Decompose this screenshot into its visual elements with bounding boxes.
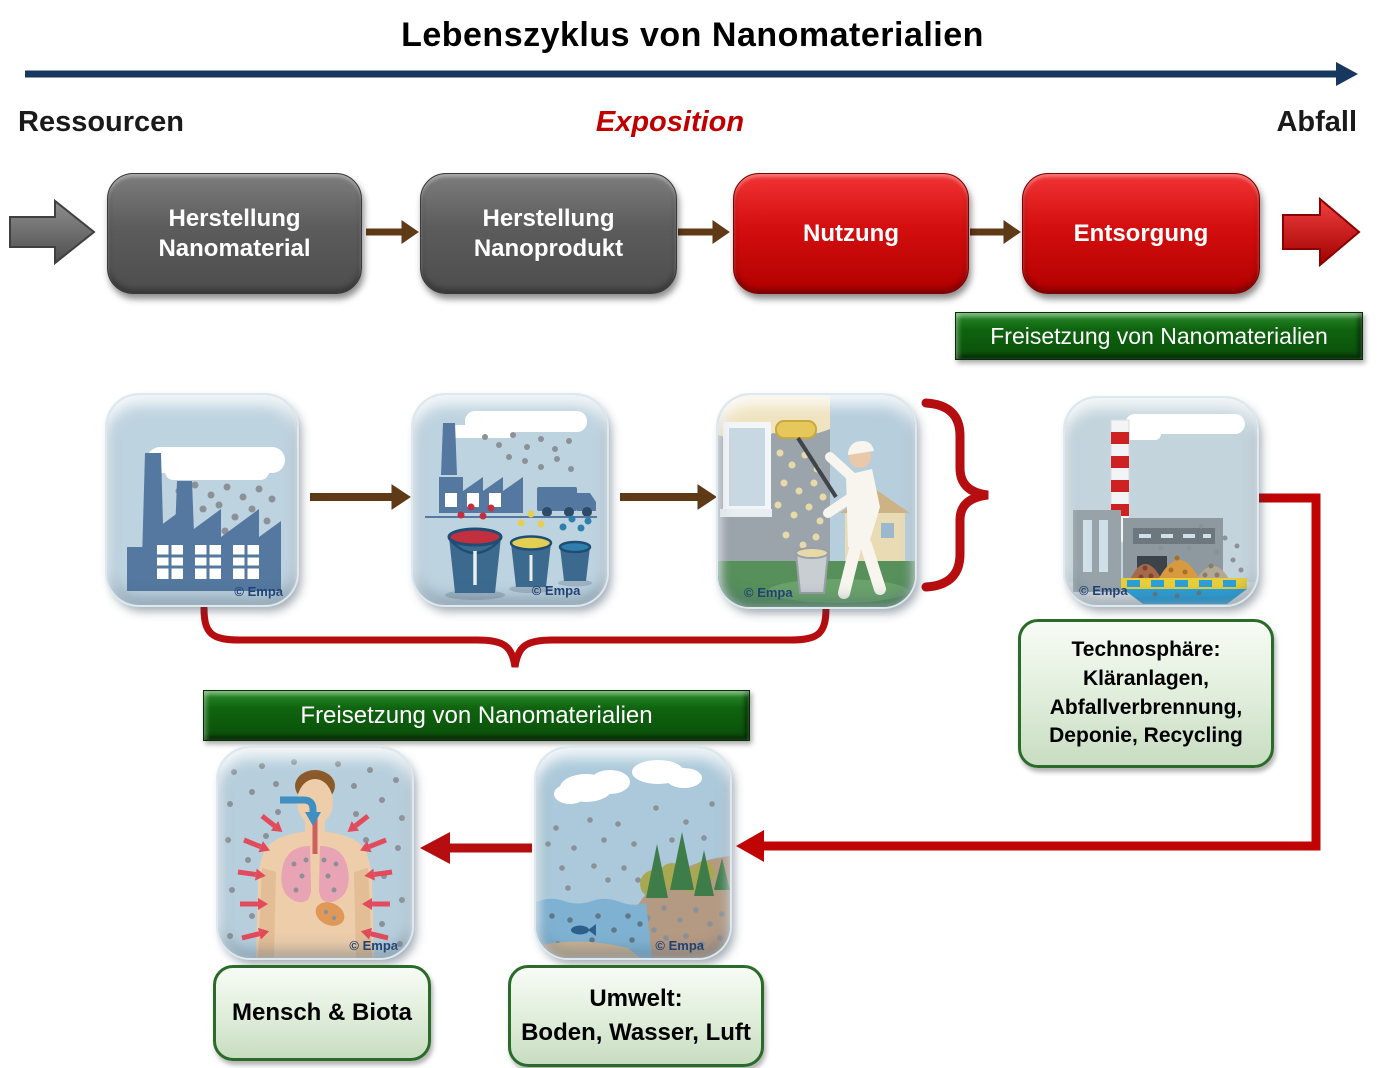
tile-credit: © Empa [532, 583, 581, 598]
tile-factory-nanomaterial: © Empa [107, 395, 297, 605]
window [720, 422, 772, 517]
factory-windows [157, 545, 259, 579]
technosphere-line: Technosphäre: [1071, 637, 1221, 661]
step-arrow-1 [366, 220, 419, 244]
environment-line: Boden, Wasser, Luft [521, 1019, 751, 1046]
exposure-arrows [237, 814, 393, 941]
release-underbrace [200, 604, 830, 668]
timeline-label-abfall: Abfall [1276, 106, 1357, 138]
process-step-label: Herstellung Nanomaterial [158, 204, 311, 262]
tile-credit: © Empa [349, 938, 398, 953]
tile-human-exposure: © Empa [218, 748, 412, 958]
tile-arrow-1 [310, 484, 411, 510]
environment-illustration: © Empa [536, 748, 730, 958]
tile-credit: © Empa [234, 584, 283, 599]
human-exposure-illustration: © Empa [218, 748, 412, 958]
paint-buckets [445, 527, 592, 600]
human-biota-label: Mensch & Biota [231, 999, 413, 1026]
paint-bucket [794, 547, 830, 594]
tile-credit: © Empa [744, 585, 793, 600]
human-biota-box: Mensch & Biota [213, 965, 431, 1061]
environment-line: Umwelt: [589, 985, 683, 1013]
tile-arrow-2 [620, 484, 717, 510]
factory-emission-illustration: © Empa [107, 395, 297, 605]
process-step-herstellung-nanoprodukt: Herstellung Nanoprodukt [420, 173, 677, 294]
stomach [315, 902, 345, 926]
process-step-label: Herstellung Nanoprodukt [473, 204, 624, 262]
nanoparticle-dots-sky [545, 801, 715, 891]
factory-windows [445, 493, 501, 507]
step-arrow-2 [678, 220, 730, 244]
timeline-arrow [25, 62, 1358, 86]
technosphere-box: Technosphäre: Kläranlagen, Abfallverbren… [1018, 619, 1274, 768]
nanoparticle-dots [175, 481, 276, 545]
paint-dots [457, 503, 592, 532]
waste-facility-illustration: © Empa [1065, 398, 1257, 605]
step-arrow-3 [970, 220, 1021, 244]
grouping-brace [921, 398, 989, 592]
arrow-environment-to-human [420, 832, 532, 864]
technosphere-line: Deponie, Recycling [1049, 724, 1243, 748]
nanoparticle-dots-water [549, 913, 643, 951]
technosphere-line: Abfallverbrennung, [1049, 695, 1243, 719]
release-banner-main: Freisetzung von Nanomaterialien [203, 690, 750, 741]
process-step-label: Entsorgung [1073, 219, 1209, 247]
tile-credit: © Empa [1079, 583, 1128, 598]
tile-waste-facility: © Empa [1065, 398, 1257, 605]
process-step-nutzung: Nutzung [733, 173, 969, 294]
factory-paint-illustration: © Empa [413, 395, 607, 605]
page-title: Lebenszyklus von Nanomaterialien [401, 16, 984, 54]
tile-environment: © Empa [536, 748, 730, 958]
tile-credit: © Empa [655, 938, 704, 953]
tile-factory-nanoproduct: © Empa [413, 395, 607, 605]
timeline-label-exposition: Exposition [595, 106, 745, 138]
painter-illustration: © Empa [718, 395, 915, 607]
environment-box: Umwelt: Boden, Wasser, Luft [508, 965, 764, 1067]
lung-dots [291, 857, 339, 893]
release-banner-top: Freisetzung von Nanomaterialien [955, 312, 1363, 360]
process-step-label: Nutzung [803, 219, 899, 247]
timeline-label-ressourcen: Ressourcen [18, 106, 185, 138]
conifer-trees [646, 832, 730, 898]
clouds [554, 760, 702, 804]
factory-silhouette [439, 423, 596, 513]
process-step-entsorgung: Entsorgung [1022, 173, 1260, 294]
tile-painter-use: © Empa [718, 395, 915, 607]
exit-block-arrow [1282, 196, 1361, 268]
process-step-herstellung-nanomaterial: Herstellung Nanomaterial [107, 173, 362, 294]
technosphere-line: Kläranlagen, [1082, 666, 1210, 690]
paint-roller [775, 420, 838, 499]
fish [571, 924, 596, 936]
waste-container [1121, 578, 1247, 604]
entry-block-arrow [9, 198, 96, 266]
sand [536, 941, 640, 958]
inhale-arrow [280, 796, 321, 826]
nanoparticle-dots [482, 432, 574, 472]
